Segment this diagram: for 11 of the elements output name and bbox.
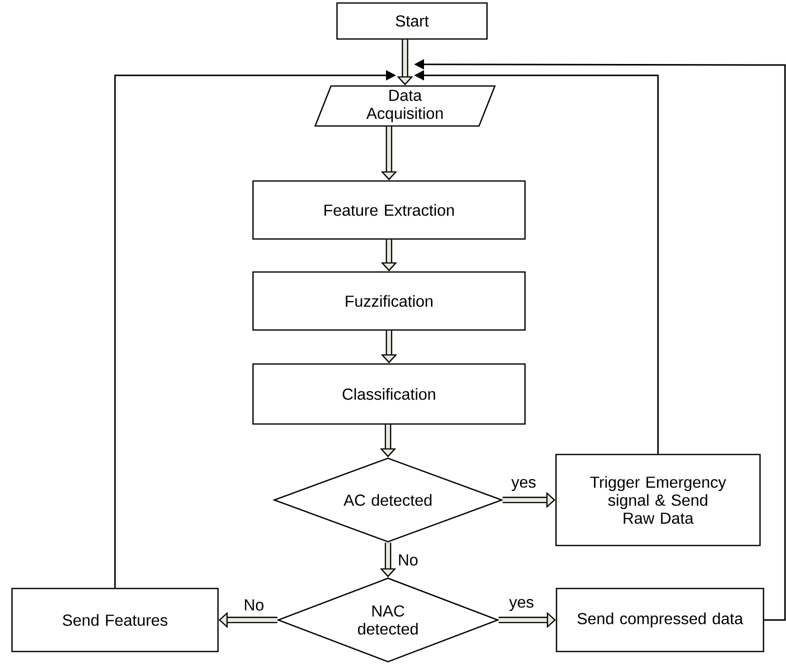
process-box: Fuzzification	[252, 271, 526, 331]
edge-label: yes	[508, 598, 535, 612]
edge-label: yes	[510, 478, 538, 492]
process-box: Send compressed data	[556, 588, 764, 652]
process-box: Send Features	[11, 588, 219, 652]
process-box: Classification	[252, 363, 526, 425]
edge-label: No	[242, 598, 266, 612]
process-box: Trigger Emergency signal & Send Raw Data	[555, 454, 761, 546]
edge-label: No	[396, 553, 420, 567]
start-box: Start	[336, 2, 488, 40]
process-box: Feature Extraction	[252, 180, 526, 240]
